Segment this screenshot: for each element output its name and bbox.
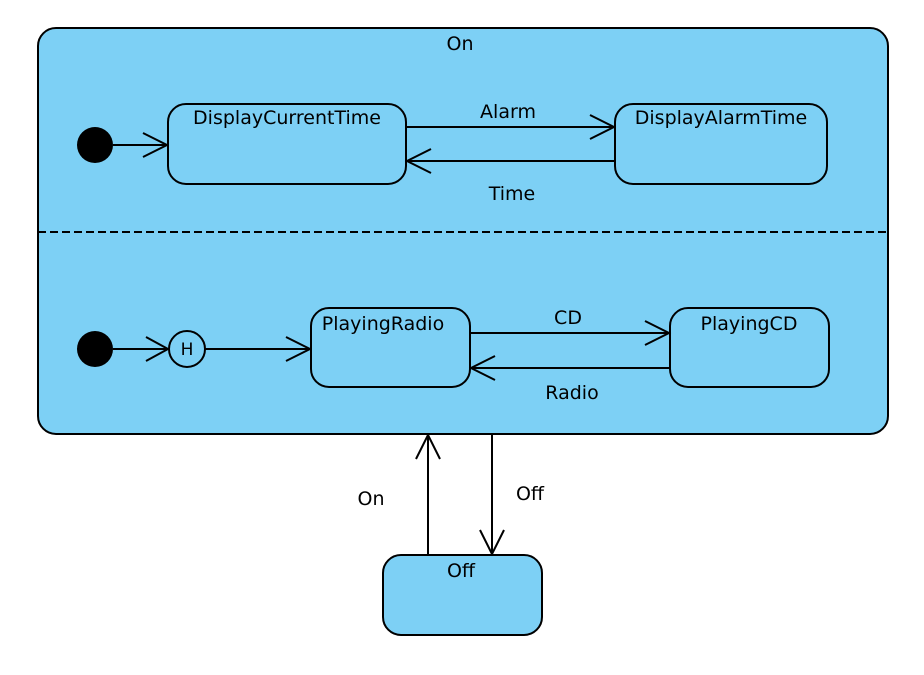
transition-cd-label: CD [554,307,582,329]
transition-radio-arrowhead [468,355,496,381]
transition-radio-label: Radio [545,382,598,404]
transition-off-label: Off [516,483,545,505]
transition-on-label: On [358,488,385,510]
transition-alarm-arrowhead [589,114,617,140]
history-pseudostate-label: H [181,340,194,360]
state-display-current-time[interactable] [167,103,407,185]
state-display-alarm-time-label: DisplayAlarmTime [635,107,807,129]
state-off-label: Off [447,560,476,582]
state-playing-radio[interactable] [310,307,471,388]
transition-on-arrowhead [415,432,441,460]
state-playing-cd-label: PlayingCD [701,313,798,335]
composite-state-on-label: On [447,33,474,55]
state-playing-cd[interactable] [669,307,830,388]
state-off[interactable] [382,554,543,636]
initial-pseudostate-lower [77,331,113,367]
transition-off-arrowhead [479,529,505,557]
transition-cd-arrowhead [644,320,672,346]
transition-time-arrowhead [404,148,432,174]
state-display-current-time-label: DisplayCurrentTime [193,107,381,129]
state-playing-radio-label: PlayingRadio [322,313,444,335]
transition-alarm-label: Alarm [480,101,536,123]
transition-time-label: Time [488,183,536,205]
state-display-alarm-time[interactable] [614,103,828,185]
initial-pseudostate-upper [77,127,113,163]
